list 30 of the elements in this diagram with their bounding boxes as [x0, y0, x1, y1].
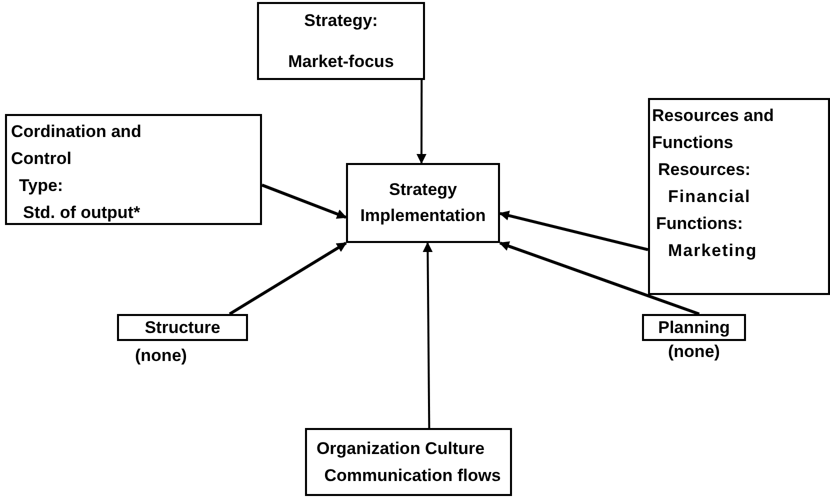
box-text: Planning	[658, 316, 730, 339]
box-text: Strategy Implementation	[359, 179, 487, 227]
box-text: Communication flows	[323, 465, 501, 487]
text-box	[5, 114, 262, 225]
text-box	[642, 314, 746, 341]
box-text: Functions:	[655, 213, 744, 235]
box-text: Std. of output*	[22, 202, 142, 224]
box-text: Strategy:	[304, 10, 378, 32]
text-box	[305, 428, 512, 496]
box-text: Resources and Functions	[652, 105, 775, 154]
box-text: Structure	[144, 316, 220, 339]
box-text: Financial	[667, 186, 752, 208]
text-box	[117, 314, 248, 341]
arrow	[416, 80, 426, 164]
box-text: Type:	[18, 175, 64, 197]
node-note: (none)	[668, 341, 720, 363]
text-box	[346, 163, 500, 243]
arrow	[261, 184, 347, 219]
arrow	[499, 241, 700, 316]
text-box	[648, 98, 830, 295]
box-text: Organization Culture	[316, 438, 486, 460]
node-note: (none)	[135, 345, 187, 367]
arrow	[499, 210, 648, 252]
box-text: Marketing	[667, 240, 758, 262]
arrow	[228, 242, 347, 316]
box-text: Resources:	[657, 159, 752, 181]
arrow	[422, 242, 433, 428]
box-text: Cordination and Control	[11, 121, 142, 170]
text-box	[257, 2, 425, 80]
box-text: Market-focus	[288, 50, 394, 72]
